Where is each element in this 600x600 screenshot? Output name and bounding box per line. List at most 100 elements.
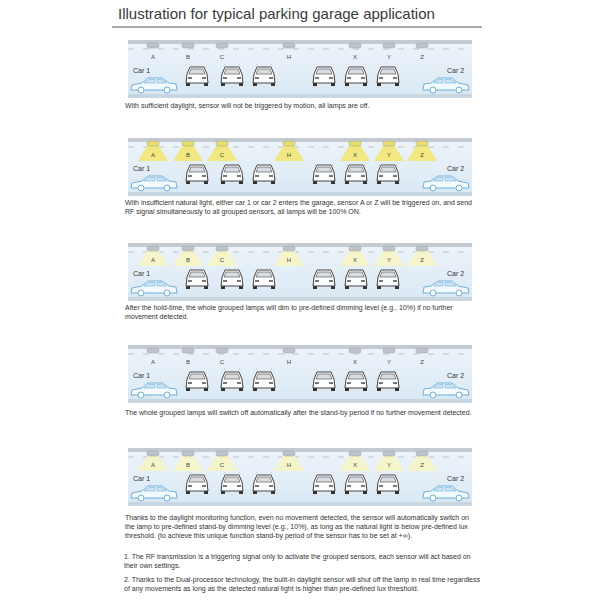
lamp-sensor (216, 246, 228, 251)
lamp-sensor (182, 348, 194, 353)
lamp-letter: Z (420, 257, 424, 265)
footnote: 2. Thanks to the Dual-processor technolo… (124, 576, 480, 594)
panel-caption: The whole grouped lamps will switch off … (125, 409, 477, 418)
lamp-sensor (416, 141, 428, 146)
garage-ground (128, 345, 472, 403)
moving-car (131, 383, 177, 398)
lamp-sensor (416, 451, 428, 456)
floor (128, 192, 472, 196)
parked-car (186, 67, 208, 86)
garage-ground (128, 138, 472, 196)
parked-car (253, 475, 275, 494)
light-cone (173, 146, 203, 161)
lamp-sensor (216, 451, 228, 456)
lamp-sensor (383, 348, 395, 353)
garage-panel (128, 345, 472, 403)
lamp-letter: A (151, 462, 155, 470)
lamp-letter: H (287, 54, 291, 62)
floor (128, 297, 472, 301)
parked-car (186, 475, 208, 494)
lamp-letter: Y (387, 152, 391, 160)
garage-panel (128, 448, 472, 506)
car-label: Car 2 (447, 270, 464, 279)
light-cone (207, 456, 237, 471)
lamp-sensor (182, 43, 194, 48)
lamp-letter: C (220, 152, 224, 160)
parked-car (253, 372, 275, 391)
lamp-letter: H (287, 152, 291, 160)
lamp-letter: C (220, 462, 224, 470)
lamp-letter: Z (420, 359, 424, 367)
lamp-sensor (147, 141, 159, 146)
lamp-letter: Y (387, 54, 391, 62)
parked-car (313, 270, 335, 289)
floor (128, 502, 472, 506)
lamp-sensor (147, 246, 159, 251)
lamp-sensor (383, 141, 395, 146)
parked-car (221, 372, 243, 391)
lamp-letter: C (220, 54, 224, 62)
light-cone (407, 251, 437, 266)
lamp-letter: X (353, 257, 357, 265)
lamp-letter: X (353, 462, 357, 470)
cable-line (128, 49, 472, 50)
lamp-sensor (182, 451, 194, 456)
car-label: Car 1 (133, 475, 150, 484)
moving-car (131, 281, 177, 296)
lamp-sensor (147, 451, 159, 456)
lamp-letter: H (287, 462, 291, 470)
title-rule (112, 27, 482, 28)
car-label: Car 1 (133, 67, 150, 76)
lamp-sensor (383, 451, 395, 456)
lamp-sensor (283, 348, 295, 353)
light-cone (274, 456, 304, 471)
lamp-sensor (283, 246, 295, 251)
panel-caption: With insufficient natural light, either … (125, 199, 477, 217)
parked-car (221, 475, 243, 494)
lamp-sensor (349, 43, 361, 48)
light-cone (407, 456, 437, 471)
light-cone (173, 251, 203, 266)
garage-panel (128, 138, 472, 196)
light-cone (138, 456, 168, 471)
moving-car (423, 383, 469, 398)
lamp-sensor (216, 141, 228, 146)
lamp-letter: Z (420, 462, 424, 470)
garage-panel (128, 40, 472, 98)
car-label: Car 1 (133, 270, 150, 279)
parked-car (345, 67, 367, 86)
lamp-letter: Y (387, 359, 391, 367)
parked-car (221, 165, 243, 184)
lamp-letter: A (151, 359, 155, 367)
moving-car (423, 78, 469, 93)
lamp-sensor (416, 348, 428, 353)
parked-car (253, 270, 275, 289)
footnote: 1. The RF transmission is a triggering s… (124, 553, 480, 571)
parked-car (377, 67, 399, 86)
panel-caption: Thanks to the daylight monitoring functi… (125, 514, 477, 540)
moving-car (131, 486, 177, 501)
lamp-sensor (349, 246, 361, 251)
lamp-letter: H (287, 257, 291, 265)
lamp-sensor (283, 141, 295, 146)
cable-line (128, 354, 472, 355)
parked-car (221, 270, 243, 289)
parked-car (186, 165, 208, 184)
moving-car (423, 176, 469, 191)
light-cone (274, 146, 304, 161)
parked-car (253, 67, 275, 86)
parked-car (313, 475, 335, 494)
garage-panel (128, 243, 472, 301)
light-cone (138, 146, 168, 161)
lamp-letter: X (353, 359, 357, 367)
lamp-sensor (383, 246, 395, 251)
lamp-sensor (283, 43, 295, 48)
lamp-sensor (182, 246, 194, 251)
lamp-letter: X (353, 152, 357, 160)
parked-car (377, 372, 399, 391)
parked-car (186, 372, 208, 391)
car-label: Car 1 (133, 165, 150, 174)
parked-car (377, 270, 399, 289)
light-cone (207, 146, 237, 161)
